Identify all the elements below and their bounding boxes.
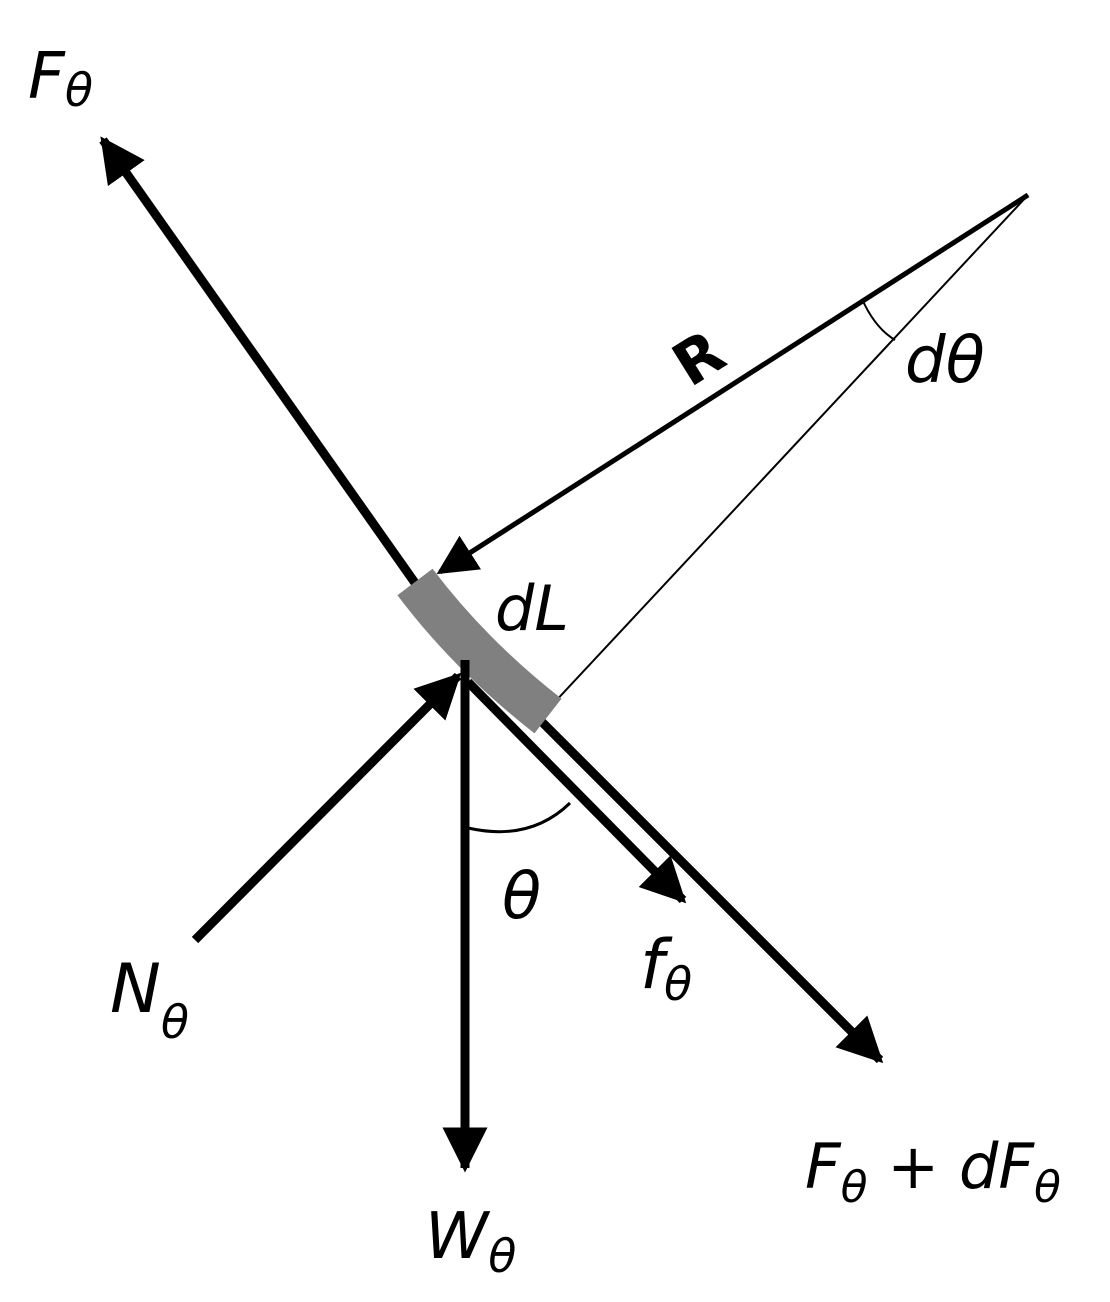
radius-arrow [436, 192, 1030, 575]
label-f-plus-df: Fθ + dFθ [805, 1130, 1061, 1213]
label-normal-sub: θ [161, 995, 189, 1049]
label-d-theta-d: d [905, 324, 946, 398]
label-f-theta-top-sub: θ [65, 63, 93, 117]
element-dl [397, 568, 562, 734]
label-friction-sub: θ [664, 957, 692, 1011]
label-weight-sub: θ [488, 1229, 516, 1283]
friction-arrow [464, 678, 687, 904]
label-d-theta-theta: θ [946, 324, 985, 398]
label-theta: θ [502, 860, 541, 934]
label-friction: fθ [640, 926, 692, 1011]
label-f-plus-df-sub2: θ [1034, 1162, 1061, 1213]
f-theta-arrow [99, 136, 424, 593]
d-theta-arc [861, 298, 896, 341]
label-f-plus-df-main2: dF [959, 1130, 1035, 1203]
label-weight-main: W [425, 1200, 491, 1274]
theta-arc [467, 801, 572, 834]
radius-line-lower [551, 194, 1029, 706]
label-d-theta: dθ [905, 324, 985, 398]
label-f-plus-df-main1: F [805, 1130, 842, 1203]
label-f-theta-top-main: F [28, 40, 66, 114]
label-weight: Wθ [425, 1200, 516, 1283]
label-normal: Nθ [110, 950, 189, 1049]
normal-force-arrow [191, 672, 462, 944]
label-f-plus-df-sub1: θ [841, 1162, 868, 1213]
label-dl: dL [495, 572, 569, 645]
label-f-theta-top: Fθ [28, 40, 93, 117]
label-f-plus-df-plus: + [868, 1130, 959, 1203]
f-plus-df-arrow [538, 718, 884, 1064]
label-normal-main: N [110, 950, 161, 1029]
